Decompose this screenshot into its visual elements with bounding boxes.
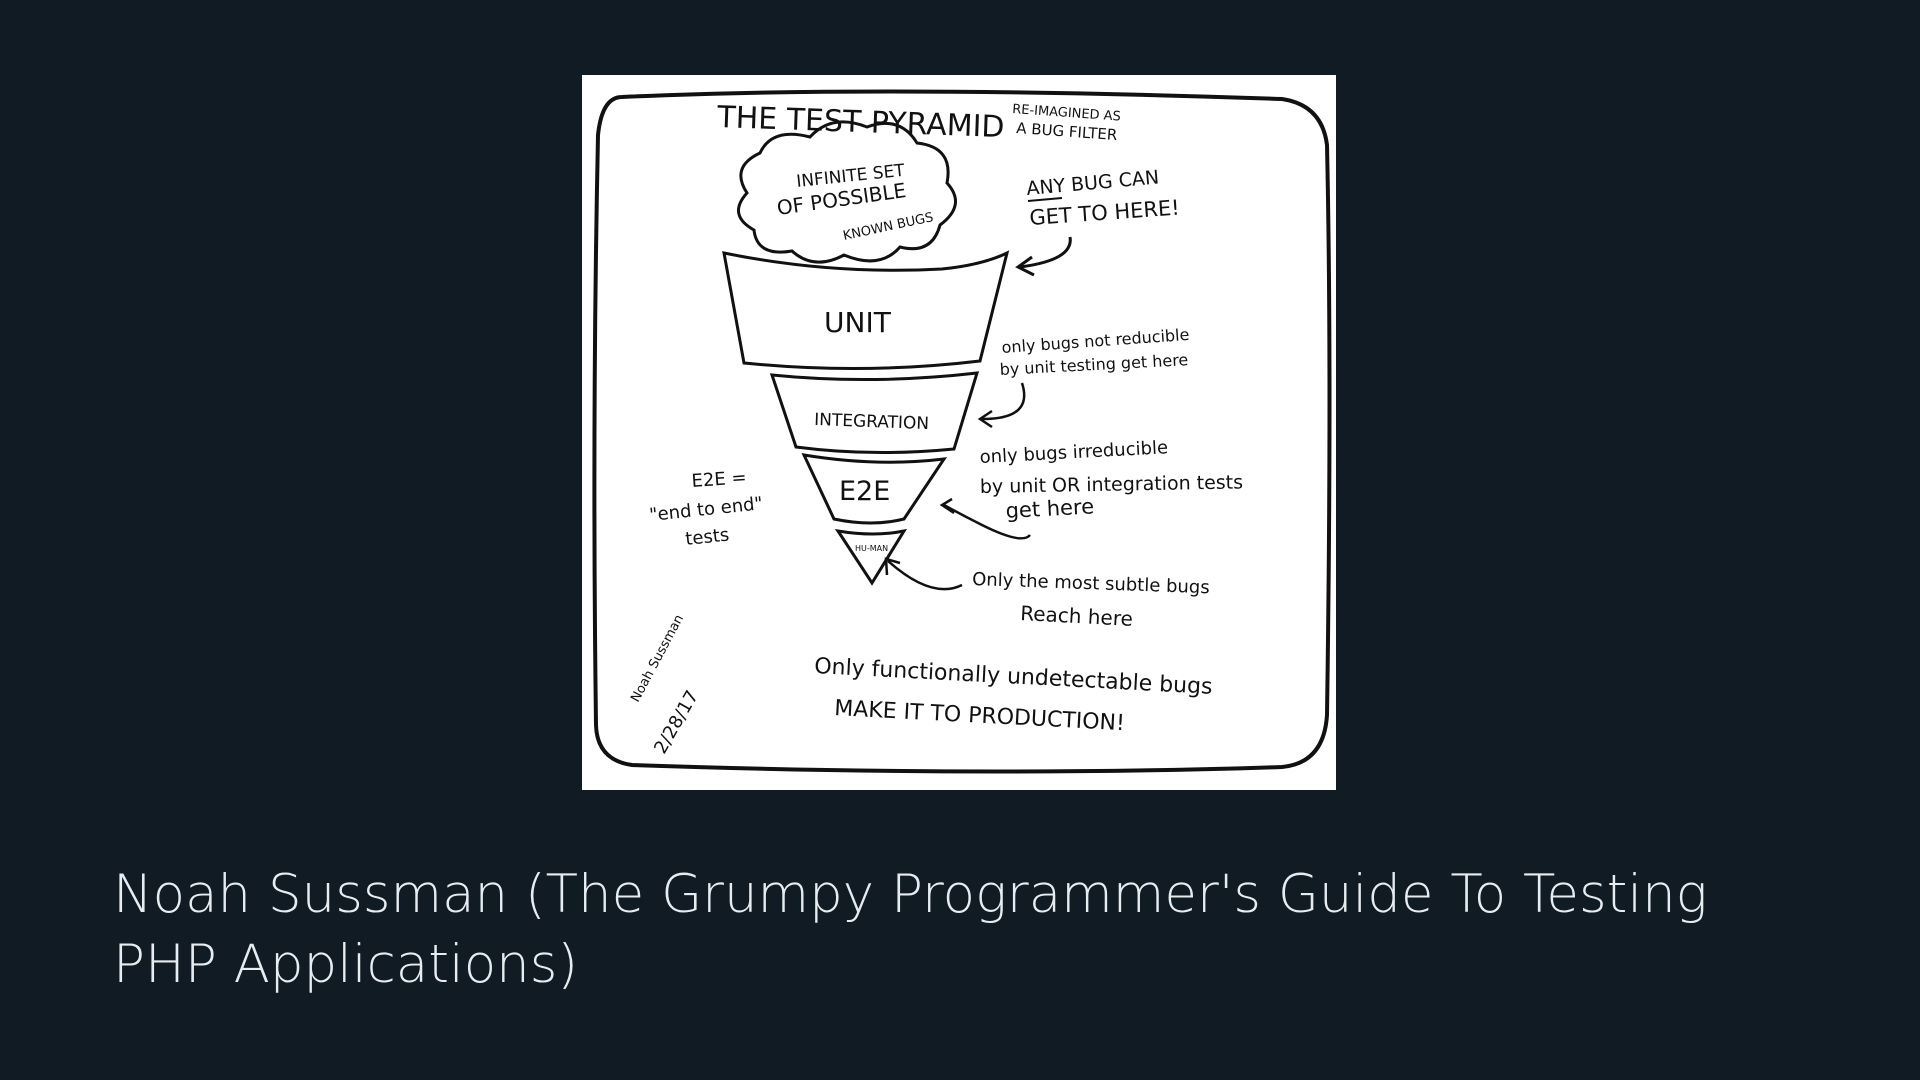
any-arrow bbox=[1019, 236, 1072, 269]
signature-date: 2/28/17 bbox=[650, 687, 703, 758]
e2e-def-line1: E2E = bbox=[691, 467, 747, 492]
bug-cloud bbox=[737, 120, 957, 264]
cloud-line3: KNOWN BUGS bbox=[842, 210, 935, 244]
note-any-line1: ANY BUG CAN bbox=[1026, 166, 1160, 200]
any-arrow-head bbox=[1015, 255, 1035, 277]
funnel-integration-layer bbox=[769, 371, 980, 455]
test-pyramid-sketch: THE TEST PYRAMID RE-IMAGINED AS A BUG FI… bbox=[582, 75, 1336, 790]
bottom-line1: Only functionally undetectable bugs bbox=[814, 654, 1213, 700]
slide-caption: Noah Sussman (The Grumpy Programmer's Gu… bbox=[113, 864, 1708, 995]
funnel-unit-layer bbox=[722, 250, 1010, 371]
note-integration-line3: get here bbox=[1005, 494, 1095, 523]
e2e-def-line2: "end to end" bbox=[648, 493, 763, 526]
any-underline bbox=[1027, 197, 1063, 202]
integration-note-arrow-head bbox=[939, 497, 955, 515]
note-human-line1: Only the most subtle bugs bbox=[972, 569, 1210, 598]
sketch-border bbox=[592, 89, 1332, 774]
note-integration-line2: by unit OR integration tests bbox=[980, 471, 1244, 498]
note-human-line2: Reach here bbox=[1020, 601, 1134, 631]
layer-human-label: HU-MAN bbox=[855, 544, 888, 553]
layer-e2e-label: E2E bbox=[839, 476, 890, 507]
integration-note-arrow bbox=[943, 503, 1031, 540]
note-any-line2: GET TO HERE! bbox=[1029, 196, 1181, 230]
layer-unit-label: UNIT bbox=[824, 306, 892, 339]
funnel-human-layer bbox=[834, 528, 908, 586]
note-integration-line1: only bugs irreducible bbox=[979, 437, 1168, 468]
layer-integration-label: INTEGRATION bbox=[814, 410, 930, 434]
unit-note-arrow bbox=[979, 382, 1026, 421]
unit-note-arrow-head bbox=[977, 409, 993, 429]
signature-name: Noah Sussman bbox=[628, 612, 687, 705]
funnel-e2e-layer bbox=[801, 453, 948, 525]
human-note-arrow-head bbox=[884, 557, 901, 576]
bottom-line2: MAKE IT TO PRODUCTION! bbox=[834, 696, 1126, 736]
e2e-def-line3: tests bbox=[684, 524, 730, 549]
diagram-title: THE TEST PYRAMID bbox=[716, 100, 1005, 145]
sketch-canvas: THE TEST PYRAMID RE-IMAGINED AS A BUG FI… bbox=[592, 89, 1332, 774]
human-note-arrow bbox=[887, 560, 963, 591]
